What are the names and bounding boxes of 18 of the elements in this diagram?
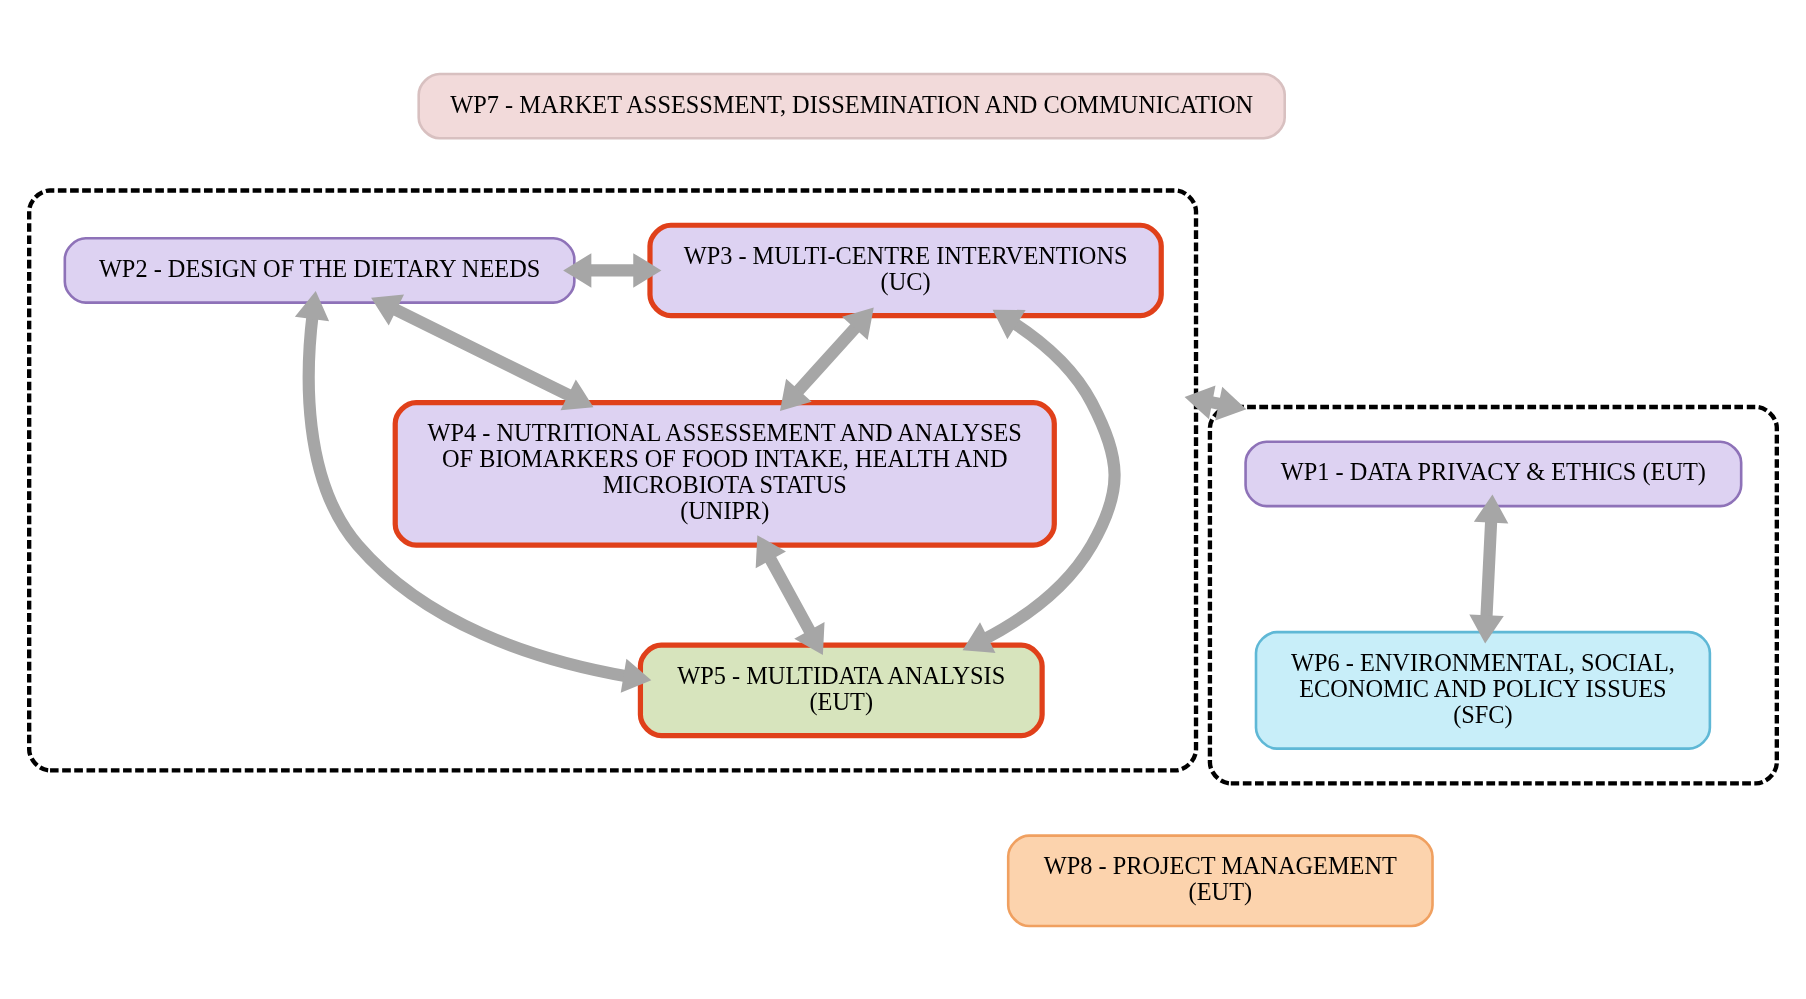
- arrow: [962, 309, 1121, 653]
- arrow: [1469, 494, 1509, 643]
- cluster: [27, 187, 1199, 773]
- arrow: [563, 252, 662, 288]
- arrow: [371, 294, 594, 410]
- node-box: WP3 - MULTI-CENTRE INTERVENTIONS (UC): [647, 222, 1164, 318]
- arrow: [755, 534, 825, 655]
- node-box: WP2 - DESIGN OF THE DIETARY NEEDS: [63, 236, 576, 304]
- node-box: WP6 - ENVIRONMENTAL, SOCIAL, ECONOMIC AND POLICY ISSUES (SFC): [1254, 630, 1712, 750]
- node-box: WP8 - PROJECT MANAGEMENT (EUT): [1006, 833, 1434, 927]
- arrow: [1184, 384, 1247, 421]
- arrow: [294, 290, 652, 693]
- node-box: WP5 - MULTIDATA ANALYSIS (EUT): [637, 642, 1045, 738]
- cluster: [1207, 404, 1779, 786]
- node-box: WP7 - MARKET ASSESSMENT, DISSEMINATION AND COMMUNICATION: [417, 72, 1286, 140]
- node-box: WP4 - NUTRITIONAL ASSESSEMENT AND ANALYSES OF BIOMARKERS OF FOOD INTAKE, HEALTH AND MICROBIOTA STATUS (UNIPR): [392, 399, 1057, 548]
- node-box: WP1 - DATA PRIVACY & ETHICS (EUT): [1244, 439, 1743, 507]
- arrow: [780, 306, 874, 411]
